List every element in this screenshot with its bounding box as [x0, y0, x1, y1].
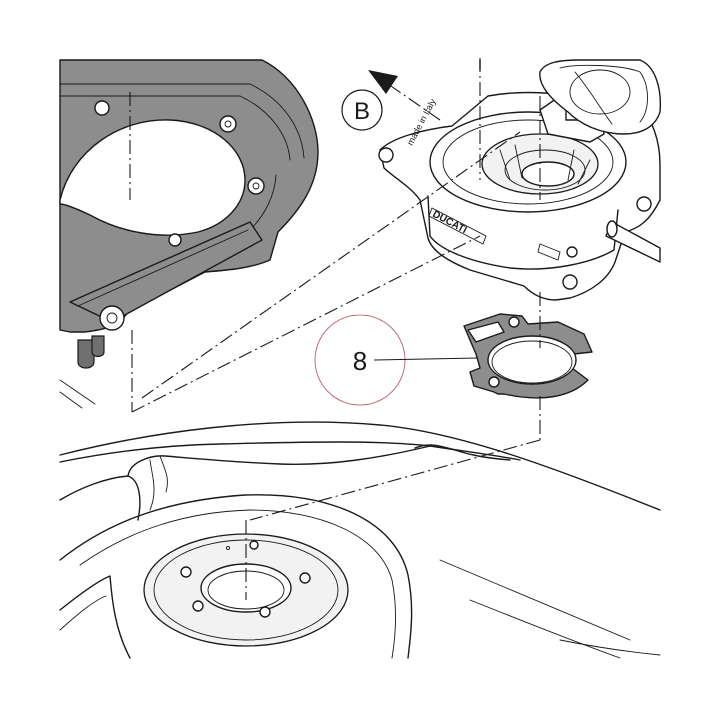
left-flange-rim-inner [59, 83, 305, 161]
left-flange-arm-pivot-inner [106, 312, 118, 324]
tank-recess-left [59, 575, 131, 659]
callout-8: 8 [314, 314, 479, 406]
left-flange-assembly [59, 59, 319, 409]
tank-lower-right-2 [559, 639, 661, 656]
callout-b: B [341, 89, 383, 131]
callout-8-leader [373, 357, 479, 361]
tank-step-right [414, 444, 511, 461]
left-flange-bolt-center [224, 120, 232, 128]
breather-tube-end [606, 220, 618, 238]
filler-cap-lid [539, 59, 662, 135]
gasket-hole [508, 316, 520, 328]
gasket-tab [467, 321, 505, 343]
tank-pin [225, 545, 231, 551]
filler-cap-lid-seal [569, 69, 631, 115]
assembly-lines [129, 58, 541, 600]
tank-recess-mid [79, 509, 396, 659]
body-emblem [537, 243, 561, 261]
left-flange-bolt [168, 233, 182, 247]
tank-bolt-hole [299, 572, 311, 584]
diagonal-assembly-line-upper [141, 131, 521, 399]
filler-neck-hole [521, 161, 575, 187]
fuel-tank [59, 421, 661, 659]
left-flange-bolt-center [252, 182, 260, 190]
left-flange-stud [77, 339, 95, 369]
tank-bolt-hole [259, 606, 271, 618]
filler-cap-lid-inner [559, 64, 648, 125]
filler-body-side [427, 195, 619, 270]
left-flange-bolt [94, 100, 110, 116]
left-flange-bolt [247, 177, 265, 195]
filler-base-bolt [562, 274, 578, 290]
left-flange-opening [59, 119, 246, 236]
filler-base-bolt [636, 196, 652, 212]
gasket-to-tank-line [249, 439, 541, 521]
tank-bolt-hole [180, 566, 192, 578]
callout-8-ring [314, 314, 406, 406]
left-flange-rim-edge [249, 174, 277, 231]
gasket-opening-edge [491, 340, 573, 384]
tank-recess-left-inner [59, 595, 107, 631]
diagonal-assembly-line [131, 235, 481, 413]
left-flange-arm-pivot [99, 305, 125, 331]
tank-ridge-bulge [127, 445, 431, 477]
callout-b-label: B [354, 98, 370, 125]
left-flange-stud [91, 335, 105, 358]
body-screw [566, 246, 578, 258]
filler-cap-assembly: made in Italy DUCATI [378, 59, 662, 301]
filler-base-bolt [378, 147, 394, 163]
tank-bolt-hole [249, 540, 259, 550]
tank-upper-ridge [59, 441, 521, 463]
callout-8-label: 8 [353, 346, 367, 376]
filler-top-ring-inner [442, 119, 614, 205]
view-b-arrow-line [387, 83, 441, 121]
left-flange-bolt [219, 115, 237, 133]
tank-bolt-hole [192, 600, 204, 612]
tank-lower-right [439, 559, 631, 659]
left-flange-edge-lines [59, 379, 96, 409]
gasket-part-8 [463, 313, 593, 399]
gasket-opening [487, 335, 577, 385]
left-flange-arm [69, 221, 263, 323]
tank-recess-outer [59, 494, 413, 659]
tank-ridge-left [59, 475, 141, 521]
tank-ridge-bulge-inner [149, 455, 168, 511]
left-flange-arm-highlight [77, 229, 249, 307]
tank-outer-contour [59, 421, 661, 511]
callout-b-circle [341, 89, 383, 131]
gasket-hole [488, 376, 500, 388]
view-b-arrowhead [368, 70, 398, 94]
ducati-logo-plate [428, 207, 487, 245]
filler-neck-ribs [499, 144, 591, 185]
